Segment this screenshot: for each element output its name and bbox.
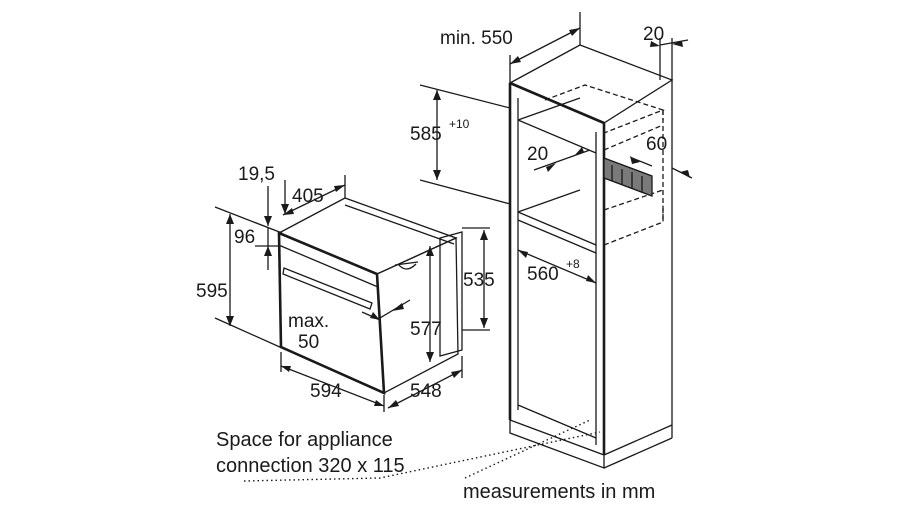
- label-max-50: 50: [298, 332, 319, 353]
- label-max: max.: [288, 311, 329, 332]
- label-top-gap-20: 20: [643, 24, 664, 45]
- note-units: measurements in mm: [463, 481, 655, 503]
- label-oven-depth-405: 405: [292, 186, 324, 207]
- label-oven-width-594: 594: [310, 381, 342, 402]
- note-connection-line1: Space for appliance: [216, 429, 393, 451]
- oven-drawing: [277, 197, 463, 396]
- label-niche-height-tolerance: +10: [449, 117, 470, 131]
- note-connection-line2: connection 320 x 115: [216, 455, 405, 477]
- label-oven-depth-548: 548: [410, 381, 442, 402]
- oven-dimension-lines: [214, 175, 490, 412]
- label-inner-gap-20: 20: [527, 144, 548, 165]
- label-niche-width-560: 560: [527, 264, 559, 285]
- label-min-550: min. 550: [440, 28, 513, 49]
- label-oven-panel-96: 96: [234, 227, 255, 248]
- label-oven-inner-577: 577: [410, 319, 442, 340]
- label-oven-height-595: 595: [196, 281, 228, 302]
- label-vent-60: 60: [646, 134, 667, 155]
- label-niche-height-585: 585: [410, 124, 442, 145]
- label-niche-width-tolerance: +8: [566, 257, 580, 271]
- cabinet-dimension-lines: [243, 12, 693, 482]
- label-oven-offset-19-5: 19,5: [238, 164, 275, 185]
- label-oven-body-535: 535: [463, 270, 495, 291]
